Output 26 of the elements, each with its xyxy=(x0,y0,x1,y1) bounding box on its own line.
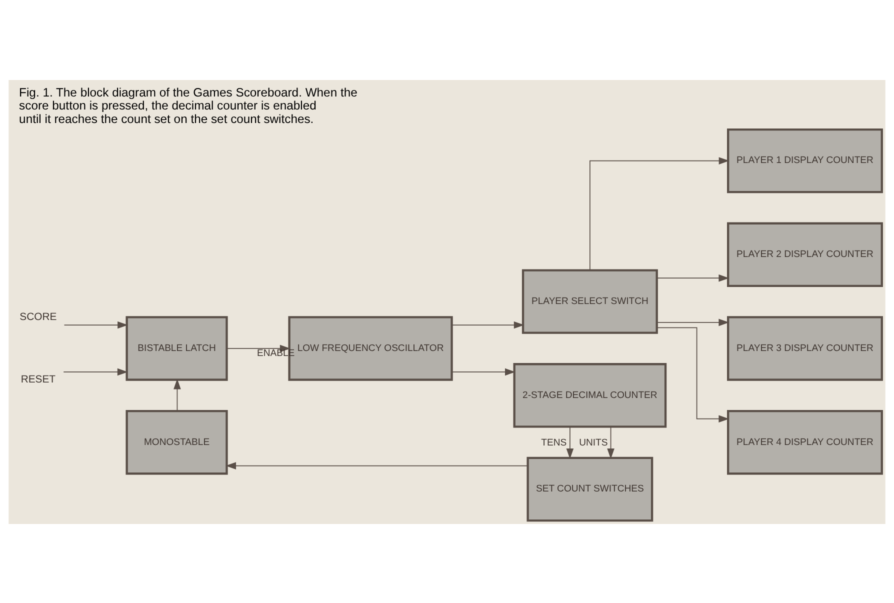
node-box: PLAYER 1 DISPLAY COUNTER xyxy=(727,128,883,193)
node-box: BISTABLE LATCH xyxy=(126,316,228,380)
edge-label: TENS xyxy=(541,437,567,448)
arrow xyxy=(64,320,128,328)
arrow xyxy=(63,368,128,376)
node-text: RESET xyxy=(20,374,56,385)
node-box: SET COUNT SWITCHES xyxy=(526,456,654,522)
arrow xyxy=(607,426,614,458)
node-box: MONOSTABLE xyxy=(126,409,228,474)
caption: Fig. 1. The block diagram of the Games Scoreboard. When the score button is pressed, the decimal counter is enabled until it reaches the count set on the set count switches. xyxy=(19,85,358,126)
arrow xyxy=(656,274,730,282)
arrow xyxy=(451,320,524,328)
arrow xyxy=(656,326,730,422)
node-box: PLAYER 3 DISPLAY COUNTER xyxy=(727,316,883,380)
arrow xyxy=(451,368,516,376)
arrow xyxy=(226,462,528,469)
node-box: PLAYER SELECT SWITCH xyxy=(522,268,658,334)
arrow xyxy=(174,378,181,411)
arrow xyxy=(566,426,574,458)
edge-label: UNITS xyxy=(579,437,608,448)
node-box: 2-STAGE DECIMAL COUNTER xyxy=(513,362,667,428)
node-box: PLAYER 2 DISPLAY COUNTER xyxy=(727,222,883,286)
arrow xyxy=(590,156,730,270)
arrow xyxy=(656,318,730,326)
node-text: SCORE xyxy=(20,311,57,322)
node-box: PLAYER 4 DISPLAY COUNTER xyxy=(727,409,883,474)
